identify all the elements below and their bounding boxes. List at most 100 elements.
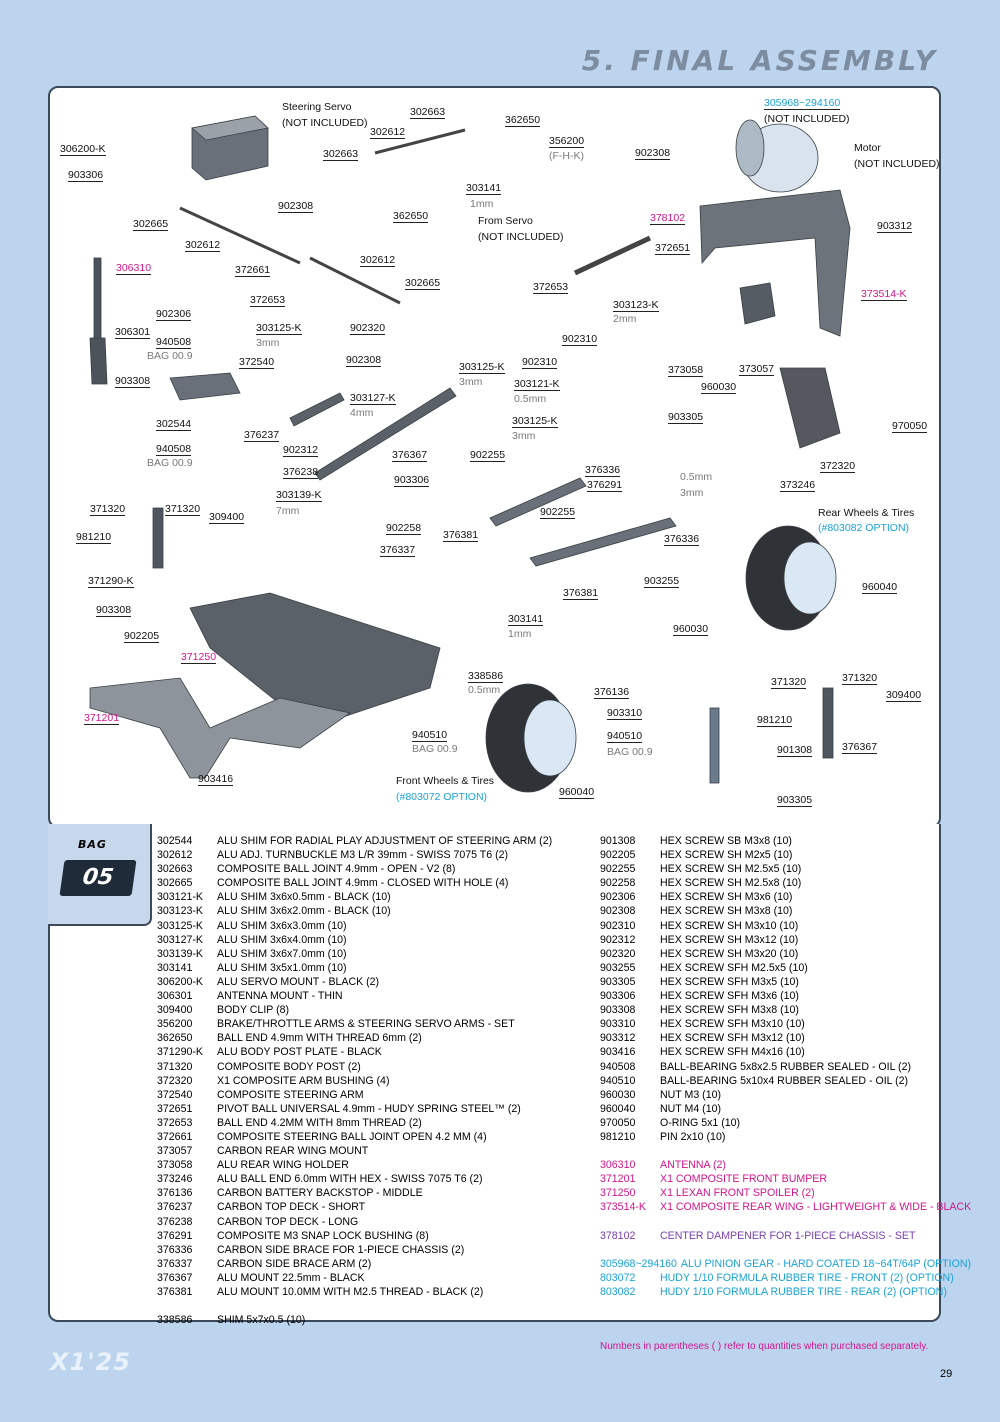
part-description: ALU SHIM 3x6x7.0mm (10) [217,947,347,960]
callout-label: 902312 [283,444,319,457]
part-number: 376336 [157,1243,193,1256]
part-number: 303127-K [157,933,203,946]
callout-label: 903306 [394,474,430,487]
part-description: SHIM 5x7x0.5 (10) [217,1314,306,1327]
part-number: 376367 [157,1271,193,1284]
callout-label: Motor [854,142,881,154]
part-number: 902306 [600,891,636,904]
part-number: 903305 [600,975,636,988]
callout-label: 303141 [466,182,502,195]
part-description: CENTER DAMPENER FOR 1-PIECE CHASSIS - SE… [660,1229,916,1242]
callout-label: 903305 [668,411,704,424]
part-number: 372540 [157,1088,193,1101]
callout-label: 903312 [877,220,913,233]
part-description: COMPOSITE BALL JOINT 4.9mm - CLOSED WITH… [217,877,509,890]
callout-label: 3mm [512,430,536,442]
callout-label: 902308 [635,147,671,160]
part-number: 970050 [600,1116,636,1129]
part-description: ALU SHIM 3x6x4.0mm (10) [217,933,347,946]
callout-label: 902310 [562,333,598,346]
callout-label: 303139-K [276,489,322,502]
callout-label: BAG 00.9 [607,746,653,758]
part-description: HUDY 1/10 FORMULA RUBBER TIRE - REAR (2)… [660,1286,947,1298]
parts-drawing [89,115,851,793]
bag-word: BAG [78,838,107,851]
callout-label: 903416 [198,773,234,786]
parts-list-row: 303127-K ALU SHIM 3x6x4.0mm (10) [157,933,552,947]
part-description: ALU SHIM 3x5x1.0mm (10) [217,961,347,974]
callout-label: 338586 [468,670,504,683]
part-number: 356200 [157,1018,193,1031]
parts-list-row: 378102 CENTER DAMPENER FOR 1-PIECE CHASSI… [600,1229,971,1243]
callout-label: 903308 [115,375,151,388]
callout-label: 0.5mm [468,684,501,696]
callout-label: BAG 00.9 [147,350,193,362]
bag-number: 05 [59,860,137,896]
part-number: 371250 [600,1187,636,1200]
callout-label: 378102 [650,212,686,225]
parts-list-row: 371250 X1 LEXAN FRONT SPOILER (2) [600,1186,971,1200]
part-description: HEX SCREW SFH M3x10 (10) [660,1018,805,1031]
callout-label: 305968~294160 [764,97,841,110]
callout-label: 306200-K [60,143,106,156]
part-description: CARBON TOP DECK - SHORT [217,1201,366,1214]
callout-label: 902255 [540,506,576,519]
callout-label: 902320 [350,322,386,335]
callout-label: 371320 [842,672,878,685]
part-number: 981210 [600,1130,636,1143]
part-description: HEX SCREW SFH M2.5x5 (10) [660,961,808,974]
part-description: CARBON TOP DECK - LONG [217,1215,359,1228]
part-description: ALU MOUNT 22.5mm - BLACK [217,1271,365,1284]
callout-label: 3mm [256,337,280,349]
part-number: 376238 [157,1215,193,1228]
part-number: 303125-K [157,919,203,932]
part-number: 372653 [157,1116,193,1129]
part-description: X1 COMPOSITE FRONT BUMPER [660,1173,827,1186]
part-description: HEX SCREW SFH M3x6 (10) [660,990,799,1003]
part-description: ALU MOUNT 10.0MM WITH M2.5 THREAD - BLAC… [217,1286,484,1298]
part-number: 371320 [157,1060,193,1073]
callout-label: 940508 [156,443,192,456]
callout-label: 903305 [777,794,813,807]
parts-list-row: 376238 CARBON TOP DECK - LONG [157,1215,552,1229]
part-description: CARBON SIDE BRACE FOR 1-PIECE CHASSIS (2… [217,1243,465,1256]
part-description: X1 LEXAN FRONT SPOILER (2) [660,1187,815,1200]
callout-label: 981210 [757,714,793,727]
callout-label: 303127-K [350,392,396,405]
callout-label: 376367 [392,449,428,462]
part-description: X1 COMPOSITE ARM BUSHING (4) [217,1074,390,1087]
callout-label: 302612 [360,254,396,267]
callout-label: 902255 [470,449,506,462]
callout-label: (F-H-K) [549,150,584,162]
part-number: 338586 [157,1314,193,1327]
part-number: 376136 [157,1187,193,1200]
part-number: 902258 [600,877,636,890]
callout-label: 302612 [185,239,221,252]
part-number: 378102 [600,1229,636,1242]
callout-label: Steering Servo [282,101,352,113]
part-description: ALU SHIM 3x6x0.5mm - BLACK (10) [217,891,391,904]
part-description: HEX SCREW SFH M3x12 (10) [660,1032,805,1045]
callout-label: 371201 [84,712,120,725]
part-number: 901308 [600,835,636,847]
